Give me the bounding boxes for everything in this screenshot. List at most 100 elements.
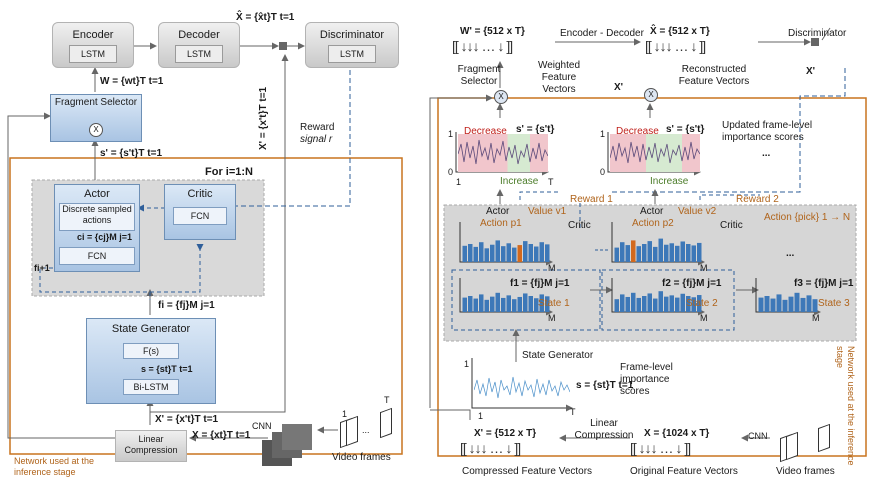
signal-label: signal r <box>300 134 333 145</box>
chart-bar <box>539 294 544 312</box>
chart-bar <box>512 247 517 262</box>
chart-bar <box>473 246 478 262</box>
chart-bar <box>675 245 680 262</box>
multiply-node-right-2: X <box>644 88 658 102</box>
chart-bar <box>512 299 517 312</box>
chart-bar <box>484 248 489 262</box>
action-1: Action p1 <box>480 218 522 229</box>
chart-bar <box>686 296 691 312</box>
chart-bar <box>631 292 636 312</box>
chart-bar <box>800 297 806 312</box>
video-frame-icon <box>346 415 358 447</box>
discriminator-title: Discriminator <box>319 29 385 41</box>
chart-bar <box>658 291 663 312</box>
actor-box: Actor Discrete sampled actions ci = {cj}… <box>54 184 140 272</box>
chart-bar <box>770 298 776 312</box>
original-label: Original Feature Vectors <box>630 466 738 477</box>
reward-2: Reward 2 <box>736 194 779 205</box>
chart-bar <box>462 245 467 262</box>
critic-title: Critic <box>187 188 213 200</box>
chart-bar <box>528 296 533 312</box>
video-frame-icon <box>786 431 798 461</box>
chart-bar <box>653 246 658 262</box>
chart-bar <box>642 244 647 262</box>
value-2: Value v2 <box>678 206 717 217</box>
encoder-decoder-label: Encoder - Decoder <box>560 28 644 39</box>
decoder-lstm: LSTM <box>175 45 223 63</box>
chart-bar <box>545 296 550 312</box>
chart-bar <box>528 244 533 262</box>
fcn-actor: FCN <box>59 247 135 265</box>
state-bar-chart-2 <box>614 291 702 312</box>
axis-T-1: T <box>548 177 554 187</box>
chart-bar <box>620 294 625 312</box>
score-chart-1-signal <box>457 139 549 165</box>
reconstructed-label: Reconstructed Feature Vectors <box>678 64 750 87</box>
chart-bar <box>782 299 788 312</box>
original-vectors-icon: [[ ↓↓↓ … ↓ ]] <box>630 440 691 456</box>
chart-bar <box>625 296 630 312</box>
critic-box: Critic FCN <box>164 184 236 240</box>
chart-bar <box>545 244 550 262</box>
critic-1: Critic <box>568 220 591 231</box>
discrete-actions: Discrete sampled actions <box>59 203 135 231</box>
chart-bar <box>490 296 495 312</box>
axis-M-5: M <box>812 313 820 323</box>
chart-bar <box>501 246 506 262</box>
s-label: s = {st}T t=1 <box>141 364 193 374</box>
reward-1: Reward 1 <box>570 194 613 205</box>
axis-zero-2: 0 <box>600 167 606 177</box>
fragment-selector-right: Fragment Selector <box>457 64 501 87</box>
axis-M-3: M <box>548 313 556 323</box>
axis-one-frame: 1 <box>464 359 470 369</box>
frame-level-signal <box>473 368 571 406</box>
encoder-title: Encoder <box>72 29 114 41</box>
chart-bar <box>647 241 652 262</box>
bilstm-box: Bi-LSTM <box>123 379 179 395</box>
chart-bar <box>479 242 484 262</box>
compressed-label: Compressed Feature Vectors <box>462 466 593 477</box>
w-label: W = {wt}T t=1 <box>100 76 164 87</box>
axis-zero-1: 0 <box>448 167 454 177</box>
state-3: State 3 <box>818 298 850 309</box>
chart-bar <box>501 297 506 312</box>
frame-first: 1 <box>342 409 348 419</box>
chart-bar <box>794 292 800 312</box>
encoder-box: Encoder LSTM <box>52 22 134 68</box>
xprime-right: X' <box>806 66 816 77</box>
chart-bar <box>636 246 641 262</box>
chart-bar <box>812 299 818 312</box>
chart-bar <box>658 238 663 262</box>
critic-2: Critic <box>720 220 743 231</box>
chart-bar <box>758 297 764 312</box>
fragment-selector-title: Fragment Selector <box>54 97 138 108</box>
action-bar-chart-2 <box>614 238 702 262</box>
linear-compression-right: Linear Compression <box>574 418 634 441</box>
action-bar-chart-1 <box>462 240 550 262</box>
discriminator-lstm: LSTM <box>328 45 376 63</box>
state-generator: State Generator F(s) s = {st}T t=1 Bi-LS… <box>86 318 216 404</box>
chart-bar <box>484 299 489 312</box>
score-chart-1 <box>457 134 549 172</box>
cnn-label: CNN <box>252 421 272 431</box>
chart-bar <box>506 243 511 262</box>
chart-bar <box>473 298 478 312</box>
discriminator-box: Discriminator LSTM <box>305 22 399 68</box>
score-chart-2 <box>609 134 701 172</box>
chart-bar <box>691 245 696 262</box>
frame-last: T <box>384 395 390 405</box>
xprime-dim-bottom: X' = {512 x T} <box>474 428 537 439</box>
s-prime-label: s' = {s't}T t=1 <box>100 148 163 159</box>
chart-bar <box>468 296 473 312</box>
state-bar-chart-1 <box>462 292 550 312</box>
action-box <box>443 204 857 342</box>
chart-bar <box>806 295 812 312</box>
multiply-node-right-1: X <box>494 90 508 104</box>
reconstructed-vectors-icon: [[ ↓↓↓ … ↓ ]] <box>645 38 706 54</box>
f-i-label: fi = {fj}M j=1 <box>158 300 215 311</box>
chart-bar <box>764 296 770 312</box>
weighted-vectors-icon: [[ ↓↓↓ … ↓ ]] <box>452 38 513 54</box>
linear-compression-label: Linear Compression <box>124 434 178 455</box>
encoder-lstm: LSTM <box>69 45 117 63</box>
multiply-node: X <box>89 123 103 137</box>
